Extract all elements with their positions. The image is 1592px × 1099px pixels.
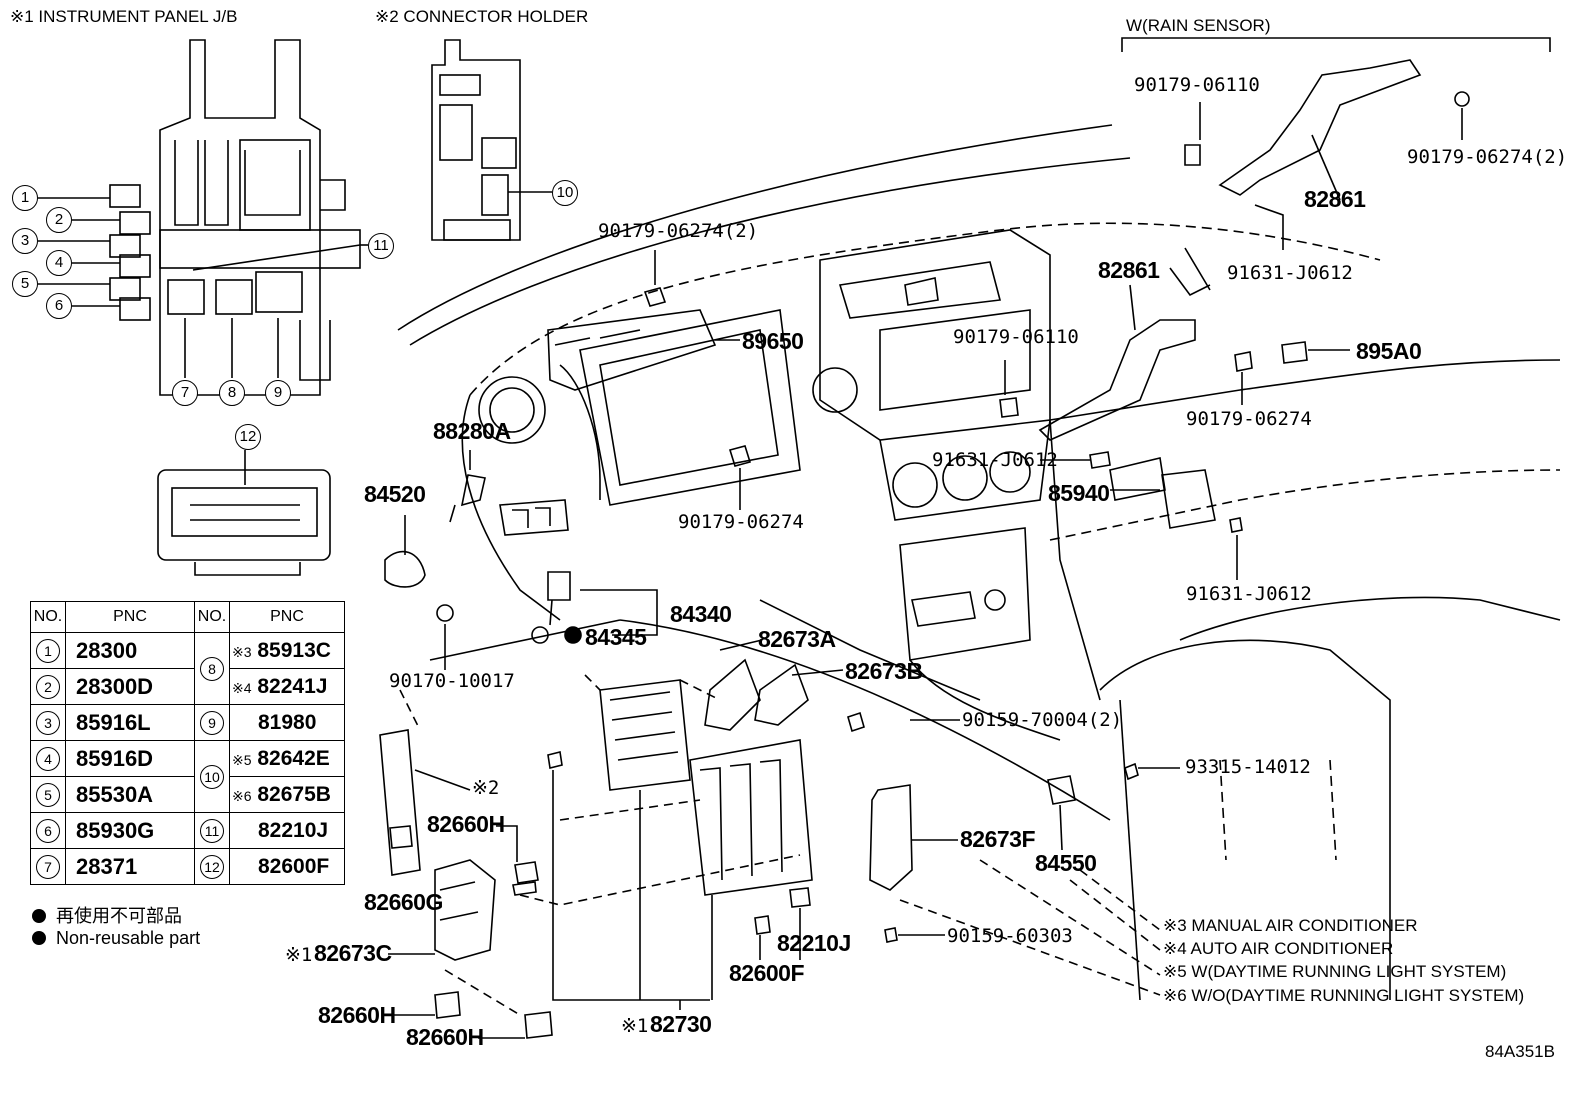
- diagram-code: 84A351B: [1485, 1042, 1555, 1061]
- bullet-icon: [32, 931, 46, 945]
- part-label: 89650: [742, 328, 804, 354]
- header-no-right: NO.: [194, 601, 230, 633]
- callout-4: 4: [46, 250, 72, 276]
- table-row-pnc: ※3 85913C: [229, 632, 345, 669]
- part-label: 90170-10017: [389, 670, 515, 692]
- part-label-ref: ※1: [285, 944, 313, 966]
- callout-2: 2: [46, 207, 72, 233]
- table-row-pnc: 28300: [65, 632, 195, 669]
- table-row-pnc: 28300D: [65, 668, 195, 705]
- table-row-pnc: ※6 82675B: [229, 776, 345, 813]
- callout-6: 6: [46, 293, 72, 319]
- part-label: 84340: [670, 601, 732, 627]
- part-label: 91631-J0612: [1186, 583, 1312, 605]
- callout-3: 3: [12, 228, 38, 254]
- table-row-no: 2: [30, 668, 66, 705]
- footnote: ※6 W/O(DAYTIME RUNNING LIGHT SYSTEM): [1163, 986, 1525, 1005]
- part-label: 82600F: [729, 960, 805, 986]
- table-row-pnc: 85930G: [65, 812, 195, 849]
- table-row-pnc: 81980: [229, 704, 345, 741]
- table-row-pnc: ※5 82642E: [229, 740, 345, 777]
- part-label: 90179-06110: [953, 326, 1079, 348]
- part-label: 84520: [364, 481, 426, 507]
- part-label: 90179-06274: [678, 511, 804, 533]
- part-label: 90179-06110: [1134, 74, 1260, 96]
- part-label: 84550: [1035, 850, 1097, 876]
- part-label: 84345: [585, 624, 647, 650]
- part-label: 82210J: [777, 930, 851, 956]
- part-label: 85940: [1048, 480, 1110, 506]
- table-row-no: 9: [194, 704, 230, 741]
- table-row-no: 7: [30, 848, 66, 885]
- callout-12: 12: [235, 424, 261, 450]
- header-no-left: NO.: [30, 601, 66, 633]
- callout-5: 5: [12, 271, 38, 297]
- callout-8: 8: [219, 380, 245, 406]
- part-label: ※2: [472, 777, 500, 799]
- part-label: 91631-J0612: [1227, 262, 1353, 284]
- ecu-drawing: [157, 450, 331, 576]
- footnote: ※3 MANUAL AIR CONDITIONER: [1163, 916, 1418, 935]
- footnote: ※4 AUTO AIR CONDITIONER: [1163, 939, 1394, 958]
- part-label: 93315-14012: [1185, 756, 1311, 778]
- part-label: 895A0: [1356, 338, 1422, 364]
- table-row-pnc: 85916L: [65, 704, 195, 741]
- callout-7: 7: [172, 380, 198, 406]
- part-label: 82660H: [406, 1024, 484, 1050]
- part-label: 82730: [650, 1011, 712, 1037]
- callout-1: 1: [12, 185, 38, 211]
- part-label: 82673B: [845, 658, 923, 684]
- table-row-no: 3: [30, 704, 66, 741]
- footnote: ※5 W(DAYTIME RUNNING LIGHT SYSTEM): [1163, 962, 1507, 981]
- table-row-pnc: 28371: [65, 848, 195, 885]
- part-label: 90179-06274(2): [598, 220, 759, 242]
- part-label-ref: ※1: [621, 1015, 649, 1037]
- bullet-icon: [32, 909, 46, 923]
- legend-japanese: 再使用不可部品: [32, 902, 182, 928]
- table-row-no: 5: [30, 776, 66, 813]
- table-row-no: 6: [30, 812, 66, 849]
- rain-sensor-title: W(RAIN SENSOR): [1126, 16, 1271, 35]
- table-row-no: 10: [194, 740, 230, 813]
- part-label: 82861: [1098, 257, 1160, 283]
- part-label: 88280A: [433, 418, 511, 444]
- header-pnc-left: PNC: [65, 601, 195, 633]
- part-label: 91631-J0612: [932, 449, 1058, 471]
- pnc-table: NO. PNC NO. PNC 1 28300 8 ※3 85913C 2 28…: [30, 601, 345, 885]
- table-row-no: 11: [194, 812, 230, 849]
- part-label: 82660G: [364, 889, 443, 915]
- callout-11: 11: [368, 233, 394, 259]
- parts-drawings: [379, 250, 1350, 1039]
- callout-10: 10: [552, 180, 578, 206]
- part-label: 82673C: [314, 940, 392, 966]
- connector-holder-title: ※2 CONNECTOR HOLDER: [375, 7, 589, 26]
- dashboard-outline: [397, 124, 1561, 1001]
- header-pnc-right: PNC: [229, 601, 345, 633]
- instrument-panel-jb-drawing: [38, 39, 368, 396]
- table-row-pnc: 82600F: [229, 848, 345, 885]
- legend-english: Non-reusable part: [32, 928, 200, 949]
- table-row-pnc: 85530A: [65, 776, 195, 813]
- table-row-pnc: 85916D: [65, 740, 195, 777]
- table-row-no: 12: [194, 848, 230, 885]
- part-label: 90159-60303: [947, 925, 1073, 947]
- table-row-no: 1: [30, 632, 66, 669]
- part-label: 90159-70004(2): [962, 709, 1123, 731]
- rain-sensor-bracket-drawing: [1169, 59, 1470, 297]
- part-label: 90179-06274(2): [1407, 146, 1568, 168]
- connector-holder-drawing: [431, 39, 552, 241]
- part-label: 82861: [1304, 186, 1366, 212]
- table-row-no: 4: [30, 740, 66, 777]
- part-label: 82660H: [427, 811, 505, 837]
- table-row-pnc: 82210J: [229, 812, 345, 849]
- table-row-no: 8: [194, 632, 230, 705]
- callout-9: 9: [265, 380, 291, 406]
- table-row-pnc: ※4 82241J: [229, 668, 345, 705]
- instrument-panel-jb-title: ※1 INSTRUMENT PANEL J/B: [10, 7, 238, 26]
- part-label: 82673F: [960, 826, 1036, 852]
- part-label: 82660H: [318, 1002, 396, 1028]
- part-label: 90179-06274: [1186, 408, 1312, 430]
- part-label: 82673A: [758, 626, 836, 652]
